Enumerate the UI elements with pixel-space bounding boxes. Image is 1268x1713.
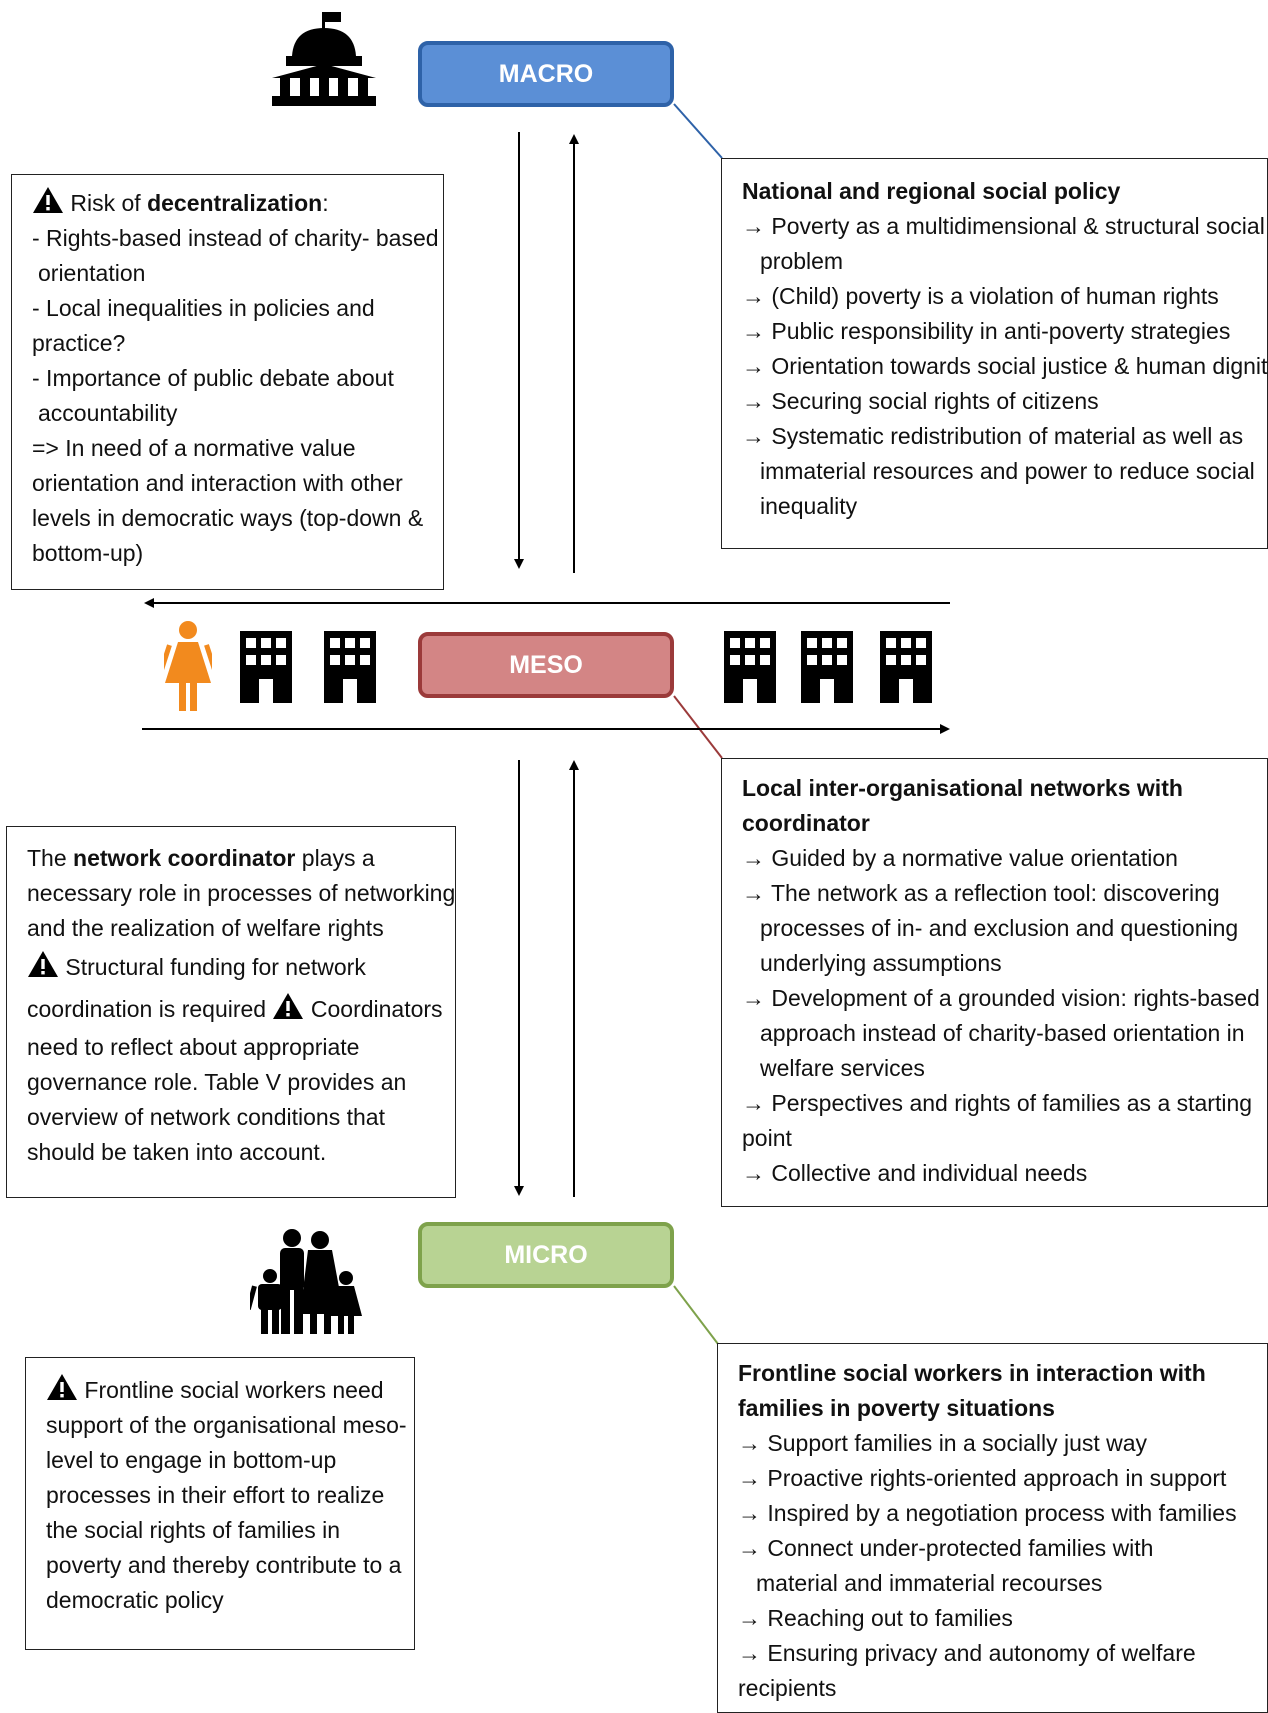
- micro-item: → Proactive rights-oriented approach in …: [738, 1465, 1227, 1491]
- micro-item: → Inspired by a negotiation process with…: [738, 1500, 1237, 1526]
- government-building-icon: [272, 12, 376, 106]
- coordination-required-text: coordination is required: [27, 996, 267, 1022]
- coordinator-line: coordination is required Coordinators: [27, 988, 455, 1030]
- frontline-line: democratic policy: [46, 1587, 224, 1613]
- macro-item: → Orientation towards social justice & h…: [742, 353, 1268, 379]
- risk-line: accountability: [38, 400, 178, 426]
- coordinator-pre: The: [27, 845, 74, 871]
- meso-item: → The network as a reflection tool: disc…: [742, 880, 1220, 906]
- meso-item: point: [742, 1125, 792, 1151]
- macro-label: MACRO: [498, 59, 594, 88]
- frontline-first-line: Frontline social workers need: [84, 1377, 384, 1403]
- micro-callout-line: [673, 1285, 719, 1345]
- macro-item: → Systematic redistribution of material …: [742, 423, 1244, 449]
- macro-item: → Poverty as a multidimensional & struct…: [742, 213, 1265, 239]
- frontline-line: the social rights of families in: [46, 1517, 341, 1543]
- meso-callout-line: [673, 695, 723, 759]
- risk-line: - Rights-based instead of charity- based: [32, 225, 439, 251]
- micro-item: → Reaching out to families: [738, 1605, 1013, 1631]
- frontline-line: poverty and thereby contribute to a: [46, 1552, 402, 1578]
- warning-icon: [28, 951, 58, 977]
- funding-text: Structural funding for network: [65, 954, 366, 980]
- coordinator-line: The network coordinator plays a: [27, 841, 455, 876]
- meso-item: processes of in- and exclusion and quest…: [760, 915, 1239, 941]
- macro-description-box: National and regional social policy → Po…: [721, 158, 1268, 549]
- warning-icon: [273, 993, 304, 1019]
- risk-heading-post: :: [322, 190, 329, 216]
- meso-item: → Collective and individual needs: [742, 1160, 1088, 1186]
- risk-line: orientation: [38, 260, 146, 286]
- risk-line: orientation and interaction with other: [32, 470, 403, 496]
- macro-level-box: MACRO: [418, 41, 674, 107]
- office-building-icon: [240, 631, 292, 703]
- coordinator-line: Structural funding for network: [27, 946, 455, 988]
- macro-item: inequality: [760, 493, 858, 519]
- coordinator-line: governance role. Table V provides an: [27, 1069, 407, 1095]
- meso-item: → Perspectives and rights of families as…: [742, 1090, 1253, 1116]
- risk-line: bottom-up): [32, 540, 144, 566]
- macro-item: immaterial resources and power to reduce…: [760, 458, 1255, 484]
- meso-item: welfare services: [760, 1055, 925, 1081]
- macro-callout-line: [673, 103, 723, 159]
- coordinator-post: plays a: [295, 845, 375, 871]
- meso-box-title: Local inter-organisational networks with: [742, 775, 1183, 801]
- frontline-line: processes in their effort to realize: [46, 1482, 385, 1508]
- office-building-icon: [324, 631, 376, 703]
- meso-level-box: MESO: [418, 632, 674, 698]
- meso-item: underlying assumptions: [760, 950, 1002, 976]
- macro-item: → Securing social rights of citizens: [742, 388, 1099, 414]
- risk-box: Risk of decentralization: - Rights-based…: [11, 174, 444, 590]
- coordinator-bold: network coordinator: [73, 845, 296, 871]
- micro-label: MICRO: [504, 1240, 588, 1269]
- coordinator-line: should be taken into account.: [27, 1139, 327, 1165]
- micro-level-box: MICRO: [418, 1222, 674, 1288]
- meso-item: → Guided by a normative value orientatio…: [742, 845, 1178, 871]
- warning-icon: [47, 1374, 77, 1400]
- macro-item: problem: [760, 248, 844, 274]
- micro-item: recipients: [738, 1675, 837, 1701]
- meso-box-title: coordinator: [742, 810, 870, 836]
- risk-line: levels in democratic ways (top-down &: [32, 505, 424, 531]
- micro-item: material and immaterial recourses: [756, 1570, 1103, 1596]
- micro-box-title: families in poverty situations: [738, 1395, 1055, 1421]
- micro-description-box: Frontline social workers in interaction …: [717, 1343, 1268, 1713]
- meso-description-box: Local inter-organisational networks with…: [721, 758, 1268, 1207]
- macro-item: → (Child) poverty is a violation of huma…: [742, 283, 1219, 309]
- risk-line: - Local inequalities in policies and: [32, 295, 375, 321]
- office-building-icon: [880, 631, 932, 703]
- frontline-line: level to engage in bottom-up: [46, 1447, 337, 1473]
- family-icon: [250, 1229, 362, 1334]
- coordinators-text: Coordinators: [310, 996, 443, 1022]
- macro-box-title: National and regional social policy: [742, 178, 1121, 204]
- risk-line: practice?: [32, 330, 126, 356]
- risk-heading: Risk of decentralization:: [32, 186, 443, 221]
- warning-icon: [33, 187, 63, 213]
- coordinator-line: overview of network conditions that: [27, 1104, 385, 1130]
- coordinator-box: The network coordinator plays a necessar…: [6, 826, 456, 1198]
- micro-item: → Connect under-protected families with: [738, 1535, 1154, 1561]
- woman-icon: [164, 621, 212, 711]
- macro-item: → Public responsibility in anti-poverty …: [742, 318, 1231, 344]
- office-building-icon: [801, 631, 853, 703]
- risk-line: - Importance of public debate about: [32, 365, 394, 391]
- office-building-icon: [724, 631, 776, 703]
- risk-heading-bold: decentralization: [147, 190, 323, 216]
- frontline-line: support of the organisational meso-: [46, 1412, 407, 1438]
- micro-item: → Ensuring privacy and autonomy of welfa…: [738, 1640, 1196, 1666]
- meso-label: MESO: [509, 650, 583, 679]
- meso-item: approach instead of charity-based orient…: [760, 1020, 1245, 1046]
- risk-line: => In need of a normative value: [32, 435, 356, 461]
- meso-item: → Development of a grounded vision: righ…: [742, 985, 1260, 1011]
- risk-heading-pre: Risk of: [70, 190, 148, 216]
- frontline-line: Frontline social workers need: [46, 1373, 414, 1408]
- coordinator-line: need to reflect about appropriate: [27, 1034, 360, 1060]
- coordinator-line: necessary role in processes of networkin…: [27, 880, 456, 906]
- micro-box-title: Frontline social workers in interaction …: [738, 1360, 1206, 1386]
- frontline-box: Frontline social workers need support of…: [25, 1357, 415, 1650]
- coordinator-line: and the realization of welfare rights: [27, 915, 384, 941]
- micro-item: → Support families in a socially just wa…: [738, 1430, 1148, 1456]
